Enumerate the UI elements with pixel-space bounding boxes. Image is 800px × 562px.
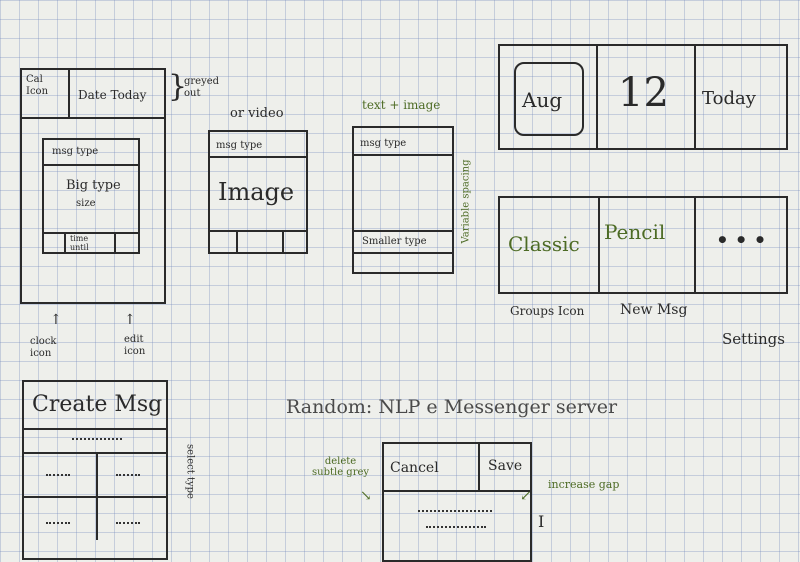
type-option-4[interactable] <box>116 516 140 524</box>
image-card-split-2 <box>282 230 284 254</box>
card-header-line <box>42 164 140 166</box>
header-sketch-split-2 <box>694 44 696 150</box>
card-footer-line <box>42 232 140 234</box>
classic-button[interactable]: Classic <box>508 232 580 256</box>
variable-spacing-note: Variable spacing <box>460 159 472 244</box>
settings-label: Settings <box>722 330 785 348</box>
text-image-card[interactable] <box>352 126 454 274</box>
type-option-3[interactable] <box>46 516 70 524</box>
image-card[interactable] <box>208 130 308 254</box>
card-big-type: Big type <box>66 178 121 193</box>
header-split <box>68 68 70 118</box>
edit-header-line <box>382 490 532 492</box>
create-row-line-1 <box>22 452 168 454</box>
greyed-out-note: greyed out <box>184 76 220 99</box>
toolbar-split-2 <box>694 196 696 294</box>
image-card-footer-line <box>208 230 308 232</box>
toolbar-split-1 <box>598 196 600 294</box>
create-row-line-2 <box>22 496 168 498</box>
header-day: 12 <box>618 70 669 116</box>
create-msg-title: Create Msg <box>32 392 163 417</box>
type-option-1[interactable] <box>46 468 70 476</box>
select-type-note: select type <box>184 444 196 499</box>
clock-arrow-icon: ↑ <box>50 312 62 328</box>
cancel-button[interactable]: Cancel <box>390 460 439 476</box>
new-msg-label: New Msg <box>620 302 688 318</box>
edit-scribble-2 <box>426 520 486 528</box>
text-card-msg-type: msg type <box>360 138 407 149</box>
edit-arrow-icon: ↑ <box>124 312 136 328</box>
edit-scribble-1 <box>418 504 492 512</box>
card-msg-type: msg type <box>52 146 99 157</box>
image-card-msg-type: msg type <box>216 140 263 151</box>
text-card-smaller-type: Smaller type <box>362 236 427 247</box>
sketch-main-screen <box>20 68 166 304</box>
brace-icon: } <box>168 69 188 104</box>
cal-icon-label[interactable]: Cal Icon <box>26 74 49 97</box>
time-until-label: time until <box>70 234 89 252</box>
message-card[interactable] <box>42 138 140 254</box>
create-col-split <box>96 452 98 540</box>
date-today-label: Date Today <box>78 88 147 102</box>
gap-arrow-icon: ↙ <box>520 488 532 504</box>
create-title-line <box>22 428 168 430</box>
image-card-header-line <box>208 156 308 158</box>
increase-gap-note: increase gap <box>548 478 620 491</box>
delete-arrow-icon: ↘ <box>360 488 372 504</box>
text-image-note: text + image <box>362 98 441 112</box>
card-footer-split-2 <box>114 232 116 254</box>
groups-icon-label: Groups Icon <box>510 304 585 318</box>
header-divider <box>20 117 166 119</box>
more-button[interactable]: ••• <box>716 228 773 252</box>
header-today[interactable]: Today <box>702 88 756 109</box>
image-card-split-1 <box>236 230 238 254</box>
create-scribble-top <box>72 432 122 440</box>
toolbar-sketch <box>498 196 788 294</box>
clock-icon-label: clock icon <box>30 336 57 359</box>
edit-icon-label: edit icon <box>124 334 146 357</box>
calendar-icon[interactable] <box>514 62 584 136</box>
text-card-footer-line <box>352 252 454 254</box>
gap-bracket-icon: I <box>538 512 545 531</box>
type-option-2[interactable] <box>116 468 140 476</box>
header-sketch <box>498 44 788 150</box>
header-sketch-split-1 <box>596 44 598 150</box>
pencil-button[interactable]: Pencil <box>604 220 666 244</box>
save-button[interactable]: Save <box>488 458 523 474</box>
or-video-note: or video <box>230 106 284 121</box>
text-card-header-line <box>352 154 454 156</box>
random-note: Random: NLP e Messenger server <box>286 396 618 418</box>
text-card-mid-line <box>352 230 454 232</box>
header-month: Aug <box>522 88 563 112</box>
delete-subtle-note: delete subtle grey <box>312 456 370 478</box>
card-size: size <box>76 198 96 209</box>
card-footer-split-1 <box>64 232 66 254</box>
image-card-image-label: Image <box>218 178 295 206</box>
edit-header-split <box>478 442 480 490</box>
